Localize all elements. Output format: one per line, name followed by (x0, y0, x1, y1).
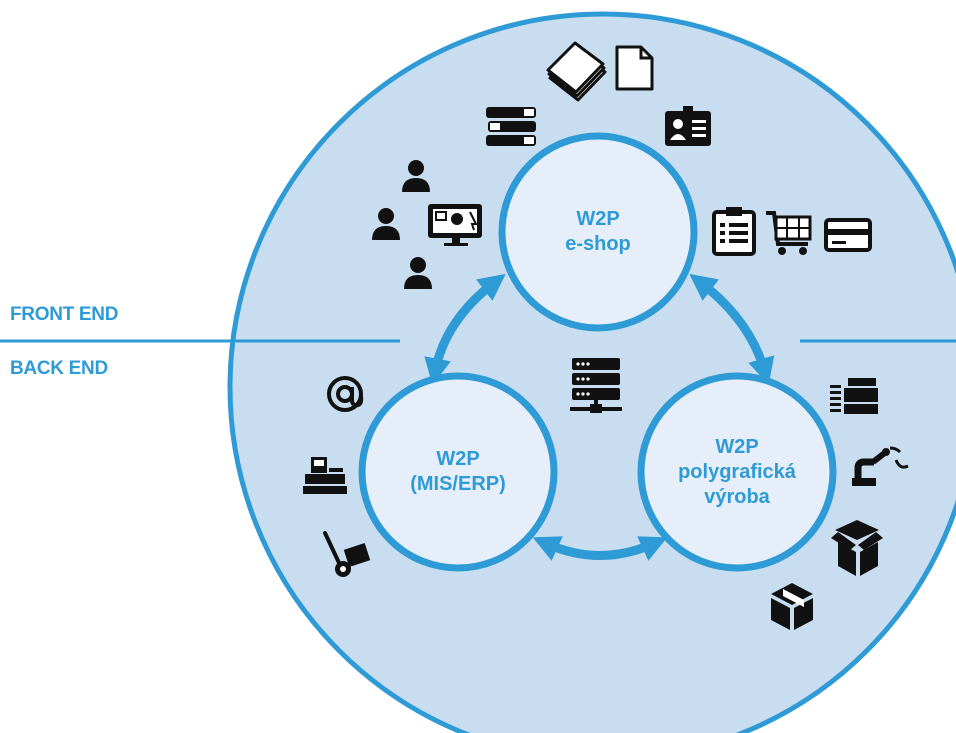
credit-card-icon (824, 218, 872, 252)
node-eshop-title: W2P (576, 208, 619, 230)
node-eshop: W2P e-shop (498, 132, 698, 332)
arrow-mis-production (532, 536, 668, 561)
printer-icon (830, 378, 878, 414)
at-sign-icon (327, 376, 364, 412)
box-icon (771, 583, 813, 630)
arrow-eshop-mis (424, 273, 506, 386)
monitor-user-icon (428, 204, 482, 246)
id-badge-icon (665, 106, 711, 146)
front-end-label: FRONT END (10, 304, 119, 325)
node-production-line3: výroba (704, 486, 770, 508)
hand-truck-icon (323, 531, 371, 577)
node-mis-title: W2P (436, 448, 479, 470)
person-icon (404, 257, 432, 289)
person-icon (402, 160, 430, 192)
back-end-label: BACK END (10, 358, 108, 379)
node-mis: W2P (MIS/ERP) (358, 372, 558, 572)
robot-arm-icon (852, 446, 909, 486)
node-mis-subtitle: (MIS/ERP) (410, 473, 506, 495)
node-production-line2: polygrafická (678, 461, 797, 483)
node-production: W2P polygrafická výroba (637, 372, 837, 572)
document-icon (615, 45, 654, 91)
server-icon (570, 358, 622, 413)
books-icon (486, 107, 536, 146)
node-production-title: W2P (715, 436, 758, 458)
arrows (424, 273, 775, 561)
shopping-cart-icon (766, 211, 812, 255)
clipboard-icon (712, 207, 756, 256)
node-eshop-subtitle: e-shop (565, 233, 631, 255)
person-icon (372, 208, 400, 240)
cash-register-icon (303, 457, 347, 494)
open-box-icon (831, 520, 883, 576)
arrow-eshop-production (689, 273, 775, 385)
paper-stack-icon (546, 41, 607, 102)
